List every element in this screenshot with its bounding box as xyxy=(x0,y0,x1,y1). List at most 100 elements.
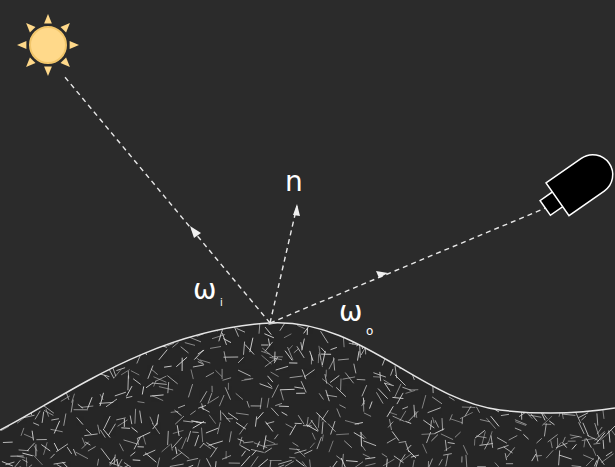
sun-ray xyxy=(61,23,70,32)
texture-stroke xyxy=(45,333,52,338)
texture-stroke xyxy=(507,323,519,331)
texture-stroke xyxy=(536,449,538,461)
texture-stroke xyxy=(583,366,590,367)
texture-stroke xyxy=(496,390,498,403)
texture-stroke xyxy=(485,331,487,341)
texture-stroke xyxy=(501,414,509,415)
texture-stroke xyxy=(50,353,57,364)
texture-stroke xyxy=(210,397,219,403)
texture-stroke xyxy=(265,440,275,444)
texture-stroke xyxy=(506,463,513,464)
texture-stroke xyxy=(402,407,408,409)
texture-stroke xyxy=(474,330,483,338)
texture-stroke xyxy=(370,309,373,323)
texture-stroke xyxy=(462,407,475,409)
texture-stroke xyxy=(150,334,157,341)
texture-stroke xyxy=(563,345,572,354)
texture-stroke xyxy=(216,317,226,327)
texture-stroke xyxy=(158,328,163,336)
texture-stroke xyxy=(477,324,478,339)
texture-stroke xyxy=(537,364,543,366)
texture-stroke xyxy=(352,336,353,345)
texture-stroke xyxy=(247,401,249,408)
texture-stroke xyxy=(593,387,594,401)
texture-stroke xyxy=(459,353,464,363)
texture-stroke xyxy=(124,419,125,427)
texture-stroke xyxy=(152,340,155,349)
texture-stroke xyxy=(120,341,130,342)
texture-stroke xyxy=(594,460,597,466)
texture-stroke xyxy=(612,430,615,436)
texture-stroke xyxy=(124,440,138,444)
texture-stroke xyxy=(1,384,3,391)
texture-stroke xyxy=(268,383,273,387)
texture-stroke xyxy=(519,325,525,338)
texture-stroke xyxy=(42,412,44,423)
texture-stroke xyxy=(357,379,366,381)
texture-stroke xyxy=(573,401,576,407)
sun-ray xyxy=(26,58,35,67)
texture-stroke xyxy=(36,381,51,383)
texture-stroke xyxy=(40,351,47,353)
texture-stroke xyxy=(593,386,603,390)
texture-stroke xyxy=(202,428,203,442)
texture-stroke xyxy=(551,441,553,449)
texture-stroke xyxy=(143,331,150,343)
texture-stroke xyxy=(598,400,601,411)
texture-stroke xyxy=(171,444,172,451)
texture-stroke xyxy=(286,424,293,428)
texture-stroke xyxy=(406,390,416,393)
texture-stroke xyxy=(165,334,170,338)
normal-vector xyxy=(270,206,297,323)
sun-ray xyxy=(70,41,79,49)
texture-stroke xyxy=(528,405,533,409)
texture-stroke xyxy=(70,348,80,358)
outgoing-ray xyxy=(270,207,548,323)
texture-stroke xyxy=(7,387,14,399)
texture-stroke xyxy=(177,425,179,436)
texture-stroke xyxy=(181,347,189,353)
texture-stroke xyxy=(187,458,198,461)
texture-stroke xyxy=(224,351,226,361)
texture-stroke xyxy=(64,414,66,426)
texture-stroke xyxy=(138,343,149,352)
texture-stroke xyxy=(99,402,113,403)
texture-stroke xyxy=(500,340,508,344)
arrowhead xyxy=(293,204,300,216)
texture-stroke xyxy=(509,374,515,379)
texture-stroke xyxy=(54,443,58,451)
texture-stroke xyxy=(515,366,526,372)
texture-stroke xyxy=(323,324,331,330)
texture-stroke xyxy=(187,331,193,335)
texture-stroke xyxy=(162,444,171,452)
texture-stroke xyxy=(167,431,169,445)
texture-stroke xyxy=(385,335,391,338)
texture-stroke xyxy=(213,324,214,330)
texture-stroke xyxy=(544,424,546,437)
texture-stroke xyxy=(543,424,551,425)
texture-stroke xyxy=(212,386,213,393)
texture-stroke xyxy=(466,455,467,467)
texture-stroke xyxy=(242,451,246,457)
texture-stroke xyxy=(192,432,198,434)
texture-stroke xyxy=(532,454,536,461)
texture-stroke xyxy=(150,395,164,396)
texture-stroke xyxy=(83,325,86,339)
texture-stroke xyxy=(58,313,66,318)
texture-stroke xyxy=(428,363,436,373)
texture-stroke xyxy=(239,315,246,318)
texture-stroke xyxy=(570,435,582,438)
texture-stroke xyxy=(466,375,476,381)
texture-stroke xyxy=(568,320,571,334)
texture-stroke xyxy=(251,405,262,406)
texture-stroke xyxy=(578,325,584,329)
texture-stroke xyxy=(379,372,381,381)
texture-stroke xyxy=(503,325,509,330)
texture-stroke xyxy=(188,384,192,397)
texture-stroke xyxy=(602,328,615,332)
incident-ray xyxy=(64,76,270,323)
texture-stroke xyxy=(382,359,385,366)
texture-stroke xyxy=(460,388,468,394)
texture-stroke xyxy=(343,334,345,347)
texture-stroke xyxy=(520,325,532,328)
